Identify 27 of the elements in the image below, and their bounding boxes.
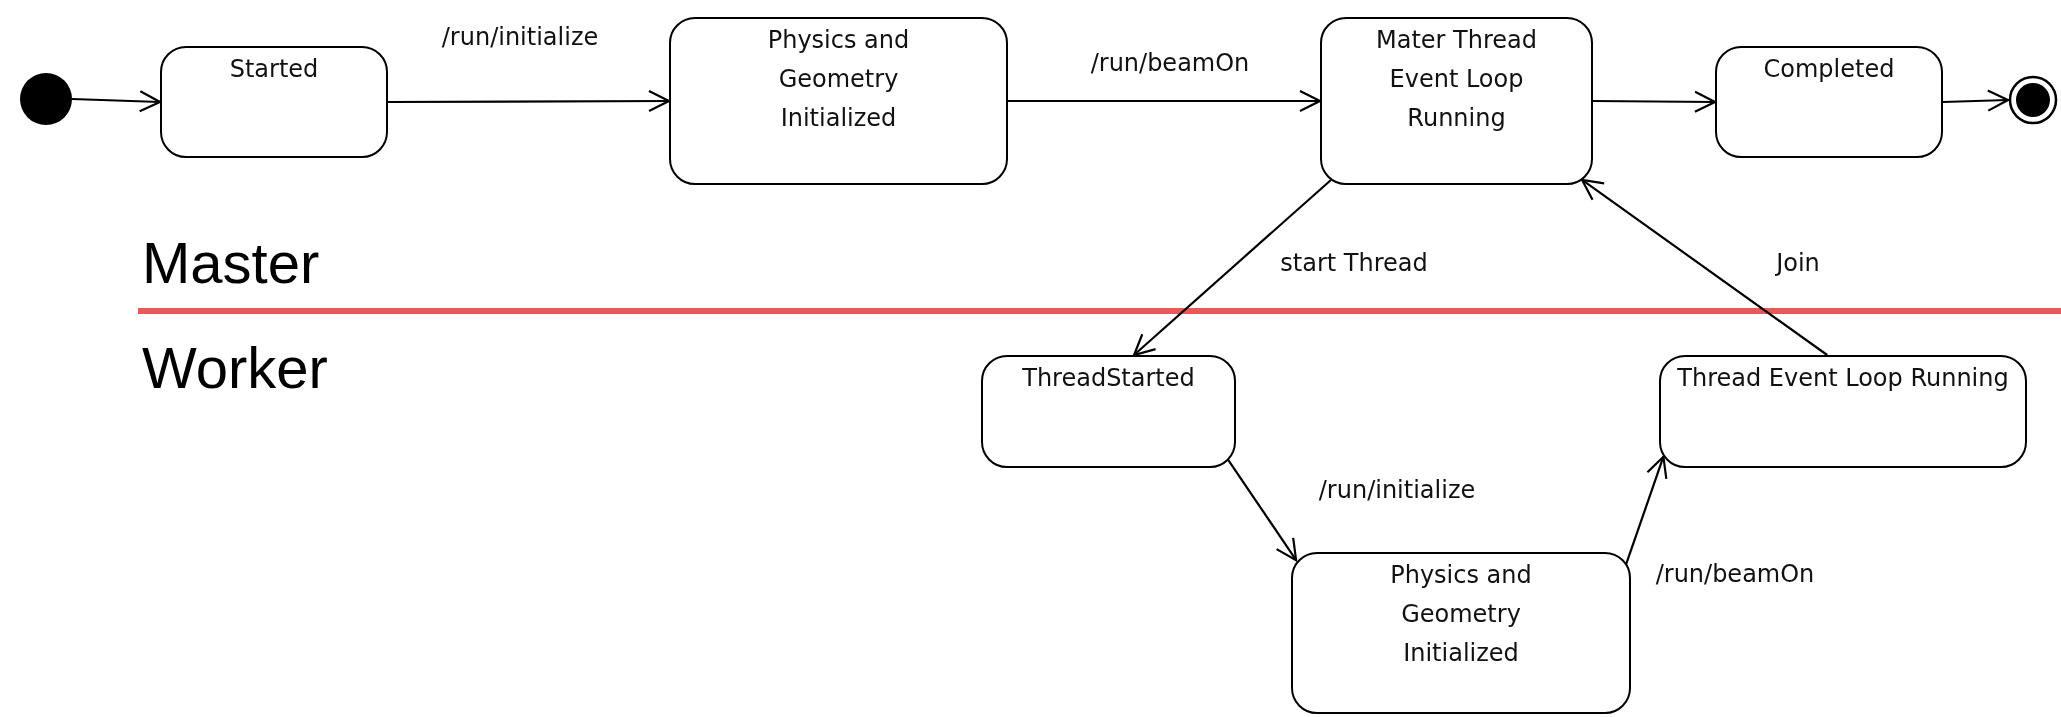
state-name: Mater Thread Event Loop Running (1375, 25, 1538, 134)
transition-arrow (1593, 90, 1717, 113)
swimlane-label: Master (142, 231, 320, 295)
transition-arrow (1132, 179, 1332, 357)
swimlane-label: Worker (142, 336, 328, 400)
transition-arrow (1624, 455, 1668, 566)
state-name: ThreadStarted (1021, 363, 1196, 394)
state-box (1291, 552, 1631, 714)
transition-arrow (1581, 178, 1828, 356)
final-state (2008, 75, 2058, 125)
transition-arrow (388, 89, 671, 113)
transition-arrow (1227, 459, 1298, 562)
state-box (1715, 46, 1943, 158)
transition-arrow (1008, 89, 1322, 113)
state-box (160, 46, 388, 158)
state-name: Physics and Geometry Initialized (1389, 560, 1533, 669)
state-box (669, 17, 1008, 185)
transition-arrow (71, 90, 162, 113)
initial-state (20, 73, 72, 125)
state-name: Started (228, 54, 320, 85)
state-box (1320, 17, 1593, 185)
transition-arrow (1942, 89, 2010, 112)
state-box (1659, 355, 2027, 468)
state-name: Completed (1762, 54, 1896, 85)
state-box (981, 355, 1236, 468)
state-name: Physics and Geometry Initialized (766, 25, 911, 134)
state-name: Thread Event Loop Running (1676, 363, 2010, 394)
